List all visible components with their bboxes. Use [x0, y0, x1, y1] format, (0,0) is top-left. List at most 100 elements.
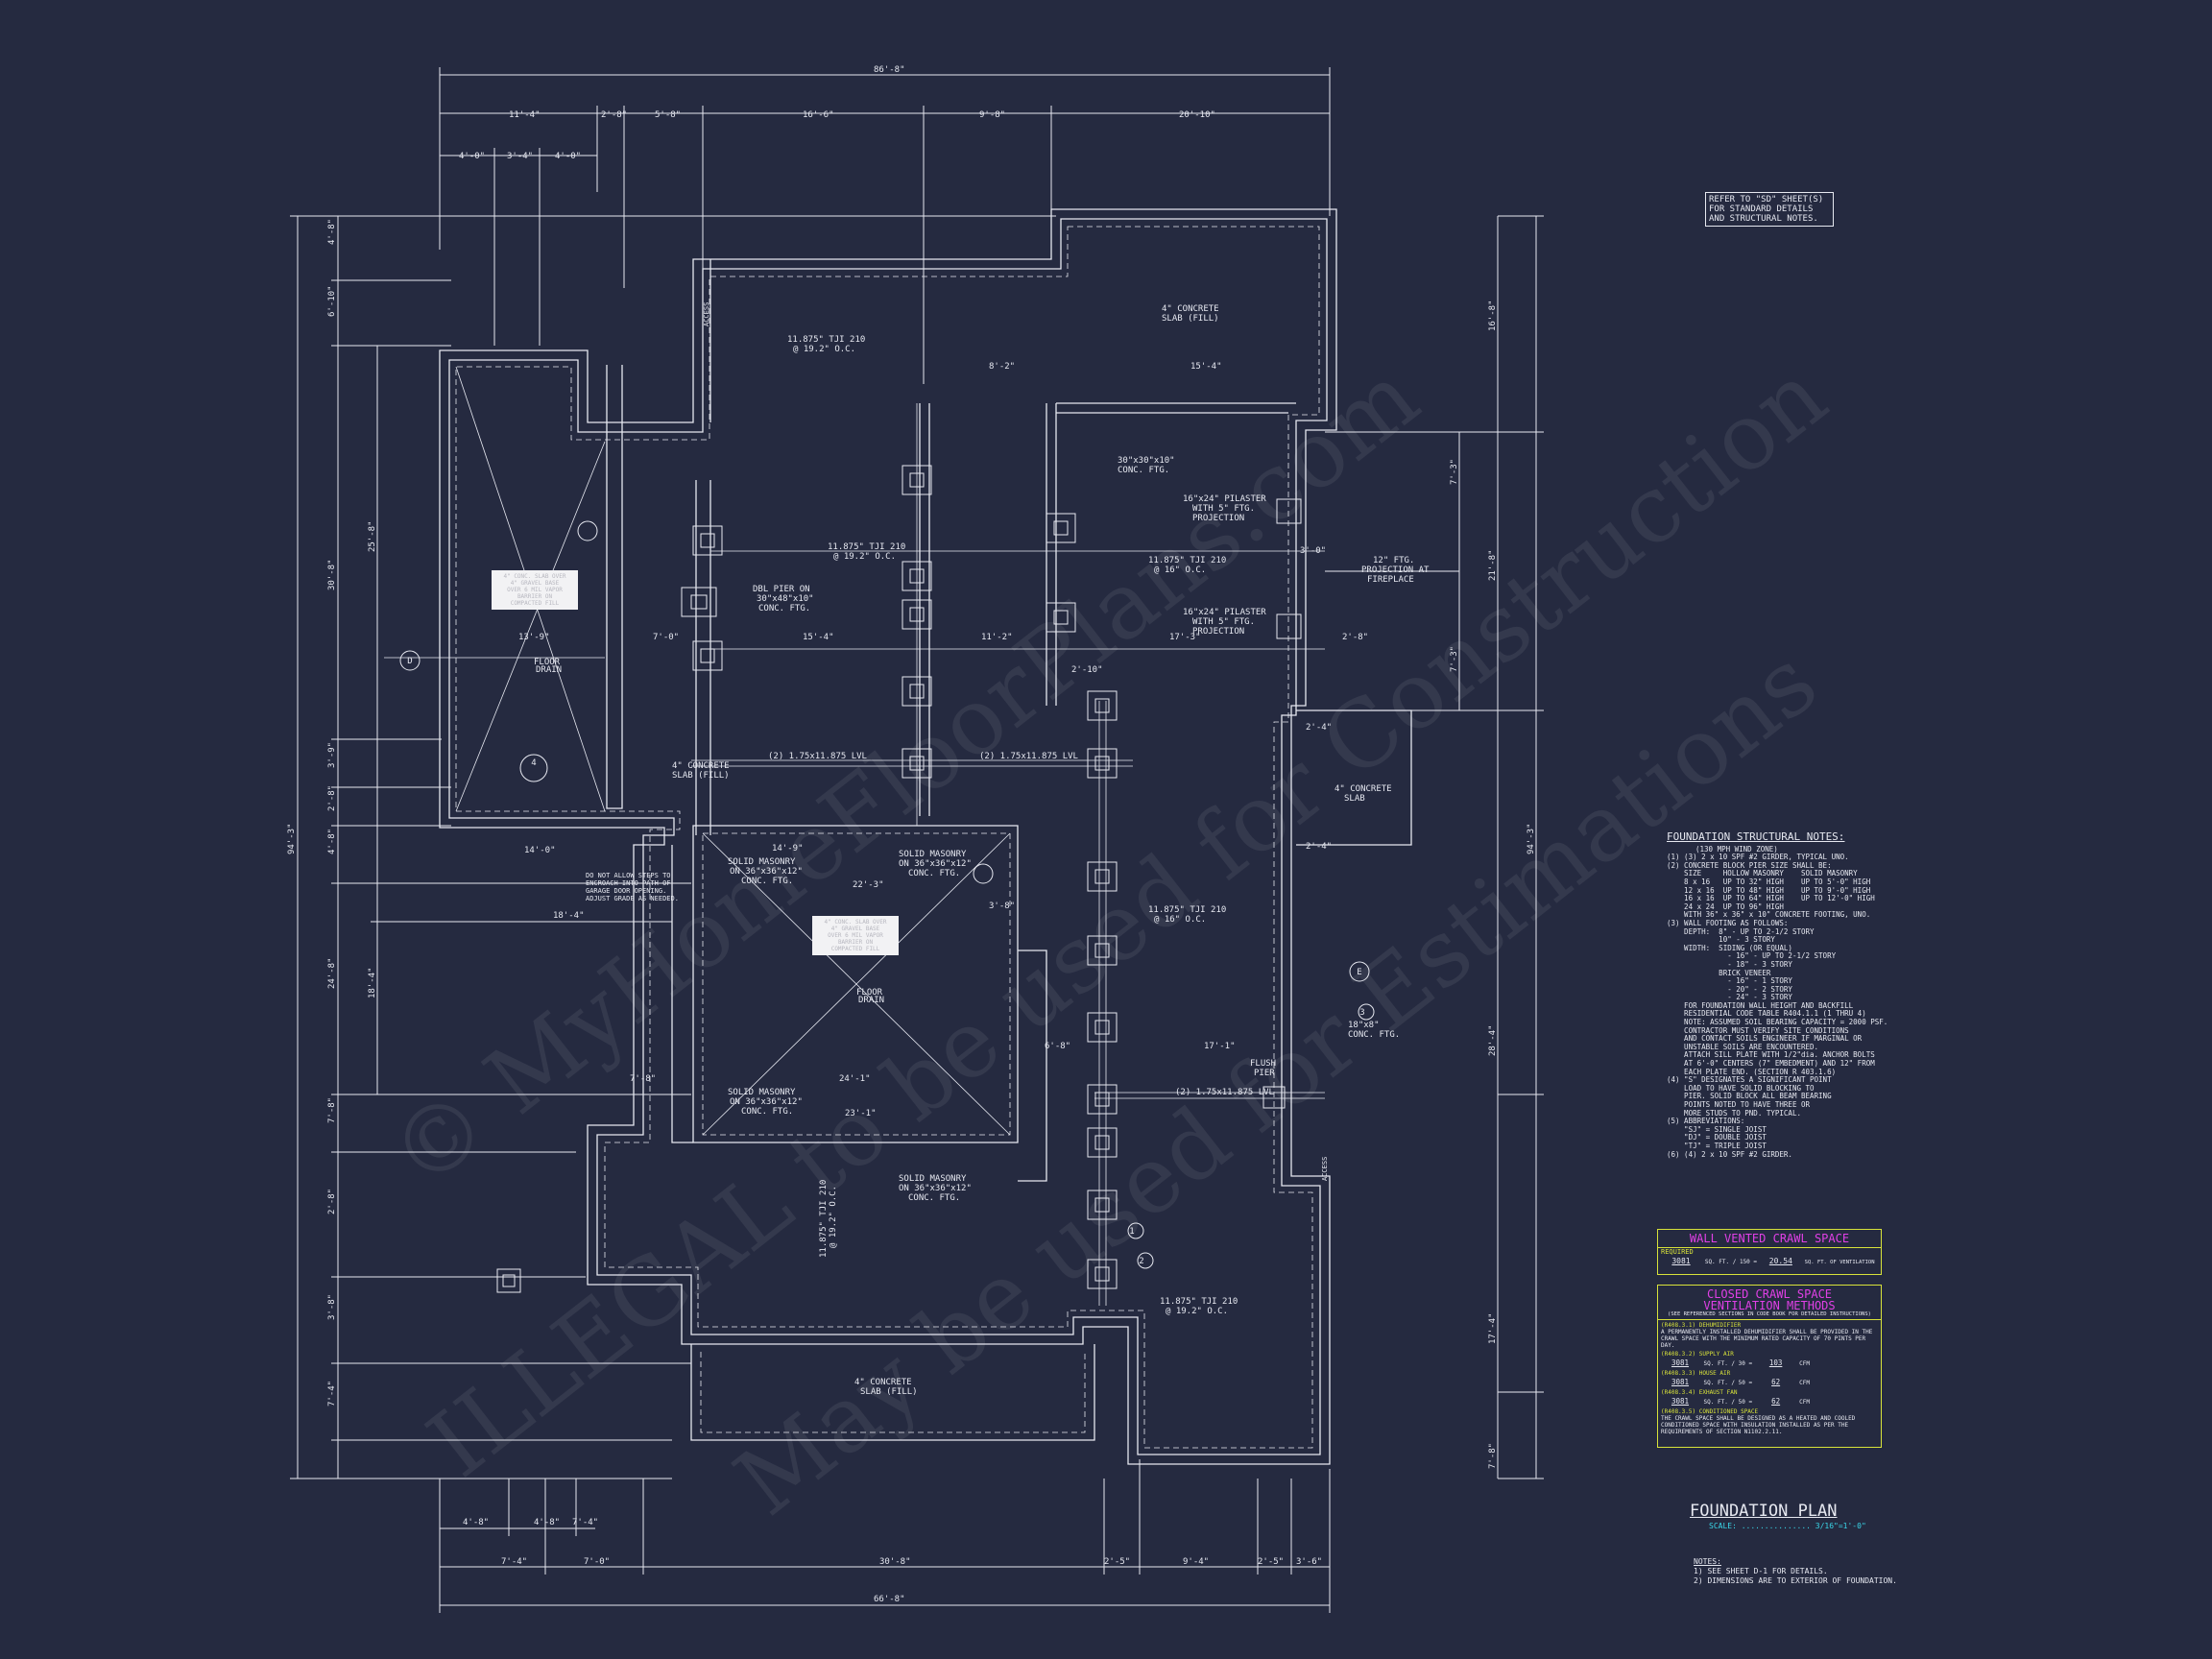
notes-line: "DJ" = DOUBLE JOIST [1667, 1133, 1767, 1142]
dim-bottom2-1: 4'-8" [463, 1518, 489, 1527]
joist-top-l1: 11.875" TJI 210 [787, 335, 865, 345]
wb2-l2: 4" GRAVEL BASE [830, 926, 880, 932]
notes-line: UNSTABLE SOILS ARE ENCOUNTERED. [1667, 1042, 1819, 1051]
pil2-l1: 16"x24" PILASTER [1183, 608, 1266, 617]
wb1-l5: COMPACTED FILL [510, 600, 560, 607]
dim-left-6: 4'-8" [327, 829, 337, 854]
notes-line: WITH 36" x 36" x 10" CONCRETE FOOTING, U… [1667, 910, 1871, 920]
footer-note-1: 1) SEE SHEET D-1 FOR DETAILS. [1694, 1567, 1828, 1575]
cc-sub: (SEE REFERENCED SECTIONS IN CODE BOOK FO… [1658, 1311, 1881, 1320]
idim-2: 15'-4" [803, 633, 834, 642]
pil1-l1: 16"x24" PILASTER [1183, 494, 1266, 504]
fd1-l1: FLOOR [534, 658, 561, 667]
fp-l2b: PIER [1254, 1069, 1275, 1078]
pil1-l3: PROJECTION [1192, 514, 1244, 523]
dim-right2-2: 7'-3" [1450, 646, 1459, 672]
notes-line: FOR FOUNDATION WALL HEIGHT AND BACKFILL [1667, 1000, 1854, 1010]
notes-line: - 16" - 1 STORY [1667, 976, 1792, 986]
notes-line: - 16" - UP TO 2-1/2 STORY [1667, 951, 1837, 961]
notes-line: 24 x 24 UP TO 96" HIGH [1667, 902, 1784, 911]
cc-v2c: 103 [1768, 1358, 1783, 1367]
cc-v4c: 62 [1771, 1397, 1781, 1406]
slab-s-l1: 4" CONCRETE [672, 761, 730, 771]
wv-row: 3081 SQ. FT. / 150 = 20.54 SQ. FT. OF VE… [1658, 1256, 1881, 1266]
slab-r-l2: SLAB [1344, 794, 1365, 804]
wv-unit1: SQ. FT. / 150 = [1704, 1259, 1758, 1265]
dim-right-1: 16'-8" [1488, 300, 1498, 331]
foundation-walls [439, 208, 1412, 1465]
idim-0: 8'-2" [989, 362, 1015, 372]
notes-line: "TJ" = TRIPLE JOIST [1667, 1141, 1767, 1150]
wv-area: 3081 [1671, 1257, 1691, 1265]
cc-d1b: CRAWL SPACE WITH THE MINIMUM RATED CAPAC… [1661, 1335, 1866, 1349]
cc-m5: (R408.3.5) CONDITIONED SPACE [1661, 1408, 1759, 1415]
idim-4: 17'-3" [1169, 633, 1201, 642]
dim-top-6: 20'-10" [1179, 110, 1215, 120]
cc-v4d: CFM [1799, 1399, 1810, 1406]
dim-left2-2: 18'-4" [368, 967, 377, 998]
idim-6: 22'-3" [853, 880, 884, 890]
dim-right-4: 17'-4" [1488, 1312, 1498, 1344]
ftg18-l1: 18"x8" [1348, 1021, 1380, 1030]
notes-lines: (1) (3) 2 x 10 SPF #2 GIRDER, TYPICAL UN… [1667, 854, 1901, 1159]
idim-18: 3'-0" [1300, 546, 1326, 556]
cc-title1: CLOSED CRAWL SPACE [1706, 1287, 1833, 1301]
idim-11: 18'-4" [553, 911, 585, 921]
dim-right-3: 28'-4" [1488, 1024, 1498, 1056]
sm3-l3: CONC. FTG. [741, 1107, 793, 1117]
fp-l1b: FLUSH [1250, 1059, 1276, 1069]
joist-bv-l1: 11.875" TJI 210 [819, 1180, 829, 1258]
notes-line: - 20" - 2 STORY [1667, 984, 1792, 994]
cc-d5a: THE CRAWL SPACE SHALL BE DESIGNED AS A H… [1661, 1415, 1856, 1422]
idim-1: 15'-4" [1190, 362, 1222, 372]
dbl-l1: DBL PIER ON [753, 585, 810, 594]
idim-13: 6'-8" [1045, 1042, 1070, 1051]
wb1-l4: BARRIER ON [517, 593, 553, 600]
dim-top2-3: 4'-0" [555, 152, 581, 161]
steps-l2: ENCROACH INTO PATH OF [586, 879, 671, 887]
idim-3: 11'-2" [981, 633, 1013, 642]
tag-4: 4 [531, 758, 536, 768]
idim-21: 3'-8" [989, 902, 1015, 911]
cc-d1a: A PERMANENTLY INSTALLED DEHUMIDIFIER SHA… [1661, 1329, 1873, 1335]
cc-v3d: CFM [1799, 1380, 1810, 1386]
dbl-l3: CONC. FTG. [758, 604, 810, 613]
idim-10: 14'-0" [524, 846, 556, 855]
dim-left-10: 3'-8" [327, 1294, 337, 1320]
notes-line: POINTS NOTED TO HAVE THREE OR [1667, 1100, 1811, 1109]
idim-12: 7'-8" [630, 1074, 656, 1084]
footer-notes: NOTES: 1) SEE SHEET D-1 FOR DETAILS. 2) … [1694, 1557, 1897, 1586]
cc-v2d: CFM [1799, 1360, 1810, 1367]
slab-b-l2: SLAB (FILL) [860, 1387, 918, 1397]
slab-cross-lines [455, 366, 1011, 1136]
steps-l4: ADJUST GRADE AS NEEDED. [586, 895, 679, 902]
notes-line: (3) WALL FOOTING AS FOLLOWS: [1667, 918, 1789, 927]
plan-text: 11.875" TJI 210 @ 19.2" O.C. 11.875" TJI… [407, 302, 1430, 1397]
dim-left-4: 3'-9" [327, 742, 337, 768]
dim-top-3: 5'-8" [655, 110, 681, 120]
cc-m2: (R408.3.2) SUPPLY AIR [1661, 1351, 1734, 1358]
notes-subheading: (130 MPH WIND ZONE) [1695, 844, 1778, 854]
sm2-l1: SOLID MASONRY [899, 850, 967, 859]
sm1-l1: SOLID MASONRY [728, 857, 796, 867]
idim-7: 24'-1" [839, 1074, 871, 1084]
dbl-l2: 30"x48"x10" [757, 594, 814, 604]
cc-v4a: 3081 [1671, 1397, 1690, 1406]
sm3-l1: SOLID MASONRY [728, 1088, 796, 1097]
fd2-l2: DRAIN [858, 996, 884, 1005]
lvl-1: (2) 1.75x11.875 LVL [768, 752, 867, 761]
footer-note-2: 2) DIMENSIONS ARE TO EXTERIOR OF FOUNDAT… [1694, 1576, 1897, 1585]
access-2: ACCESS [1321, 1157, 1329, 1181]
cc-v3: 3081 SQ. FT. / 50 = 62 CFM [1658, 1377, 1881, 1387]
joist-right-l2: @ 16" O.C. [1154, 565, 1206, 575]
sm1-l3: CONC. FTG. [741, 877, 793, 886]
slab-b-l1: 4" CONCRETE [854, 1378, 912, 1387]
notes-line: EACH PLATE END. (SECTION R 403.1.6) [1667, 1067, 1837, 1076]
wb2-l1: 4" CONC. SLAB OVER [824, 919, 887, 926]
notes-line: 12 x 16 UP TO 48" HIGH UP TO 9'-0" HIGH [1667, 885, 1871, 895]
notes-line: AT 6'-0" CENTERS (7" EMBEDMENT) AND 12" … [1667, 1059, 1875, 1069]
notes-line: (5) ABBREVIATIONS: [1667, 1117, 1745, 1126]
ref-l1: REFER TO "SD" SHEET(S) [1709, 195, 1824, 204]
sm4-l1: SOLID MASONRY [899, 1174, 967, 1184]
slab-note-box-2: 4" CONC. SLAB OVER 4" GRAVEL BASE OVER 6… [812, 916, 899, 955]
